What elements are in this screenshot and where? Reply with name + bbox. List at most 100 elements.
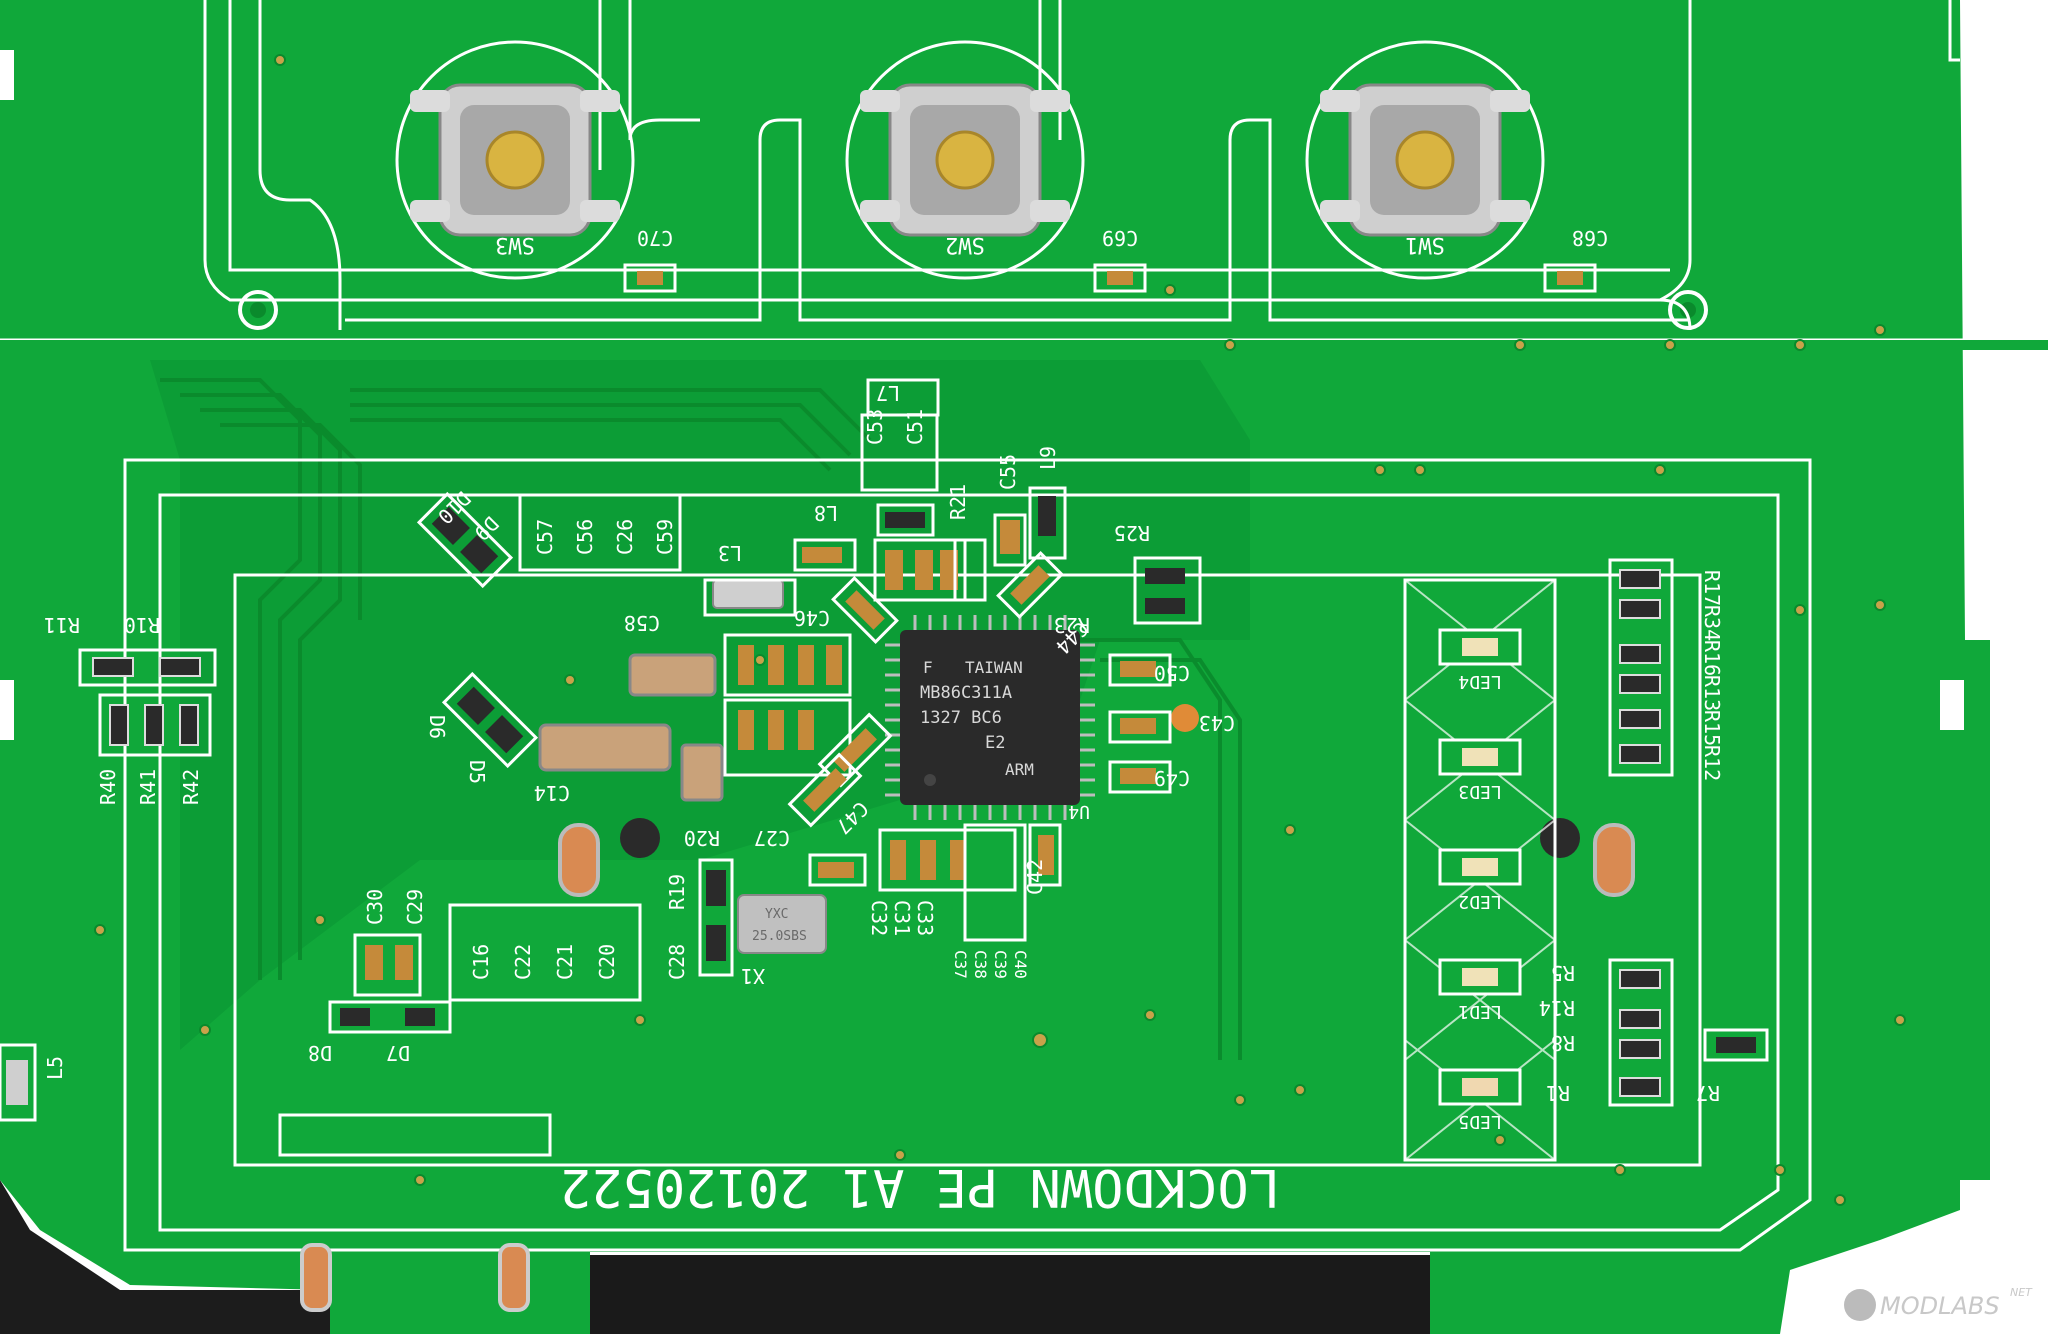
svg-text:R16: R16: [1700, 640, 1724, 676]
lower-frame: [123, 458, 1812, 1252]
switch-caps: C70 C69 C68: [623, 226, 1608, 293]
svg-text:C50: C50: [1154, 661, 1190, 685]
svg-text:R19: R19: [665, 874, 689, 910]
svg-text:D8: D8: [308, 1041, 332, 1065]
svg-text:R11: R11: [44, 613, 80, 637]
switch-sw2: SW2: [845, 40, 1085, 280]
svg-text:MB86C311A: MB86C311A: [920, 683, 1012, 703]
svg-text:C68: C68: [1572, 226, 1608, 250]
svg-text:R23: R23: [1054, 613, 1090, 637]
svg-text:LED2: LED2: [1458, 891, 1501, 912]
traces: [160, 378, 1242, 1060]
large-components: [538, 579, 1635, 897]
svg-text:R13: R13: [1700, 675, 1724, 711]
svg-text:C59: C59: [653, 519, 677, 555]
board-title: LOCKDOWN PE A1 20120522: [560, 1157, 1280, 1217]
svg-text:L5: L5: [43, 1056, 67, 1080]
svg-text:C14: C14: [534, 781, 570, 805]
switch-label: SW3: [495, 232, 535, 257]
svg-text:U4: U4: [1068, 801, 1090, 822]
svg-text:1327 BC6: 1327 BC6: [920, 708, 1002, 728]
svg-text:C39: C39: [991, 950, 1010, 979]
svg-text:R41: R41: [136, 769, 160, 805]
svg-text:L3: L3: [718, 541, 742, 565]
svg-text:D5: D5: [465, 760, 489, 784]
svg-text:LED5: LED5: [1458, 1111, 1501, 1132]
led-array: LED4 LED3 LED2 LED1 LED5: [1403, 578, 1557, 1162]
watermark: MODLABS NET: [1844, 1286, 2033, 1321]
svg-text:ARM: ARM: [1005, 760, 1034, 779]
capacitor-groups: [0, 378, 1202, 1122]
cutout-shadow: [590, 1255, 1430, 1334]
svg-text:C33: C33: [913, 900, 937, 936]
mounting-holes: [238, 290, 1708, 330]
bottom-connectors: [278, 1113, 552, 1312]
svg-text:C70: C70: [637, 226, 673, 250]
svg-text:C29: C29: [403, 889, 427, 925]
svg-text:YXC: YXC: [765, 907, 788, 922]
svg-text:LED4: LED4: [1458, 671, 1501, 692]
svg-text:C20: C20: [595, 944, 619, 980]
svg-text:C38: C38: [971, 950, 990, 979]
svg-text:R8: R8: [1551, 1031, 1575, 1055]
svg-text:C32: C32: [867, 900, 891, 936]
svg-text:C21: C21: [553, 944, 577, 980]
svg-text:C31: C31: [890, 900, 914, 936]
svg-text:C53: C53: [863, 409, 887, 445]
crystal-x1: YXC 25.0SBS X1: [737, 894, 827, 988]
svg-text:C69: C69: [1102, 226, 1138, 250]
svg-text:LED3: LED3: [1458, 781, 1501, 802]
svg-text:C22: C22: [511, 944, 535, 980]
svg-text:R1: R1: [1546, 1081, 1570, 1105]
svg-text:C26: C26: [613, 519, 637, 555]
svg-text:R10: R10: [124, 613, 160, 637]
controller-chip: F TAIWAN MB86C311A 1327 BC6 E2 ARM U4: [885, 615, 1095, 822]
svg-text:25.0SBS: 25.0SBS: [752, 929, 807, 944]
switch-label: SW1: [1405, 232, 1445, 257]
svg-text:R17: R17: [1700, 570, 1724, 606]
resistor-array-right-bottom: [1608, 958, 1769, 1107]
svg-text:TAIWAN: TAIWAN: [965, 658, 1023, 677]
switch-sw3: SW3: [395, 40, 635, 280]
svg-text:X1: X1: [741, 964, 765, 988]
svg-text:C46: C46: [794, 606, 830, 630]
svg-text:E2: E2: [985, 733, 1005, 753]
svg-text:C51: C51: [903, 409, 927, 445]
svg-text:C43: C43: [1199, 711, 1235, 735]
svg-text:C58: C58: [624, 611, 660, 635]
ground-pour: [150, 360, 1250, 1050]
svg-text:R34: R34: [1700, 605, 1724, 641]
svg-text:R25: R25: [1114, 521, 1150, 545]
svg-text:R12: R12: [1700, 745, 1724, 781]
shadow-left: [0, 1180, 330, 1334]
switch-sw1: SW1: [1305, 40, 1545, 280]
vias: [94, 54, 1906, 1206]
svg-text:C40: C40: [1011, 950, 1030, 979]
svg-text:L8: L8: [814, 501, 838, 525]
svg-text:R21: R21: [946, 484, 970, 520]
svg-text:R14: R14: [1539, 996, 1575, 1020]
svg-text:R5: R5: [1551, 961, 1575, 985]
svg-text:R42: R42: [179, 769, 203, 805]
svg-text:R40: R40: [96, 769, 120, 805]
svg-text:L9: L9: [1036, 446, 1060, 470]
svg-text:C56: C56: [573, 519, 597, 555]
svg-text:D7: D7: [386, 1041, 410, 1065]
svg-text:LED1: LED1: [1458, 1001, 1501, 1022]
svg-text:D6: D6: [425, 715, 449, 739]
svg-text:R7: R7: [1696, 1081, 1720, 1105]
resistor-cluster-left: [78, 648, 217, 757]
svg-text:C27: C27: [754, 826, 790, 850]
svg-text:C42: C42: [1023, 859, 1047, 895]
svg-text:L7: L7: [876, 381, 900, 405]
svg-text:C30: C30: [363, 889, 387, 925]
svg-text:C37: C37: [951, 950, 970, 979]
svg-text:C16: C16: [469, 944, 493, 980]
svg-text:C55: C55: [996, 454, 1020, 490]
resistor-array-right-top: [1608, 558, 1674, 777]
svg-text:NET: NET: [2010, 1286, 2033, 1299]
svg-text:R15: R15: [1700, 710, 1724, 746]
svg-text:C57: C57: [533, 519, 557, 555]
switch-label: SW2: [945, 232, 985, 257]
